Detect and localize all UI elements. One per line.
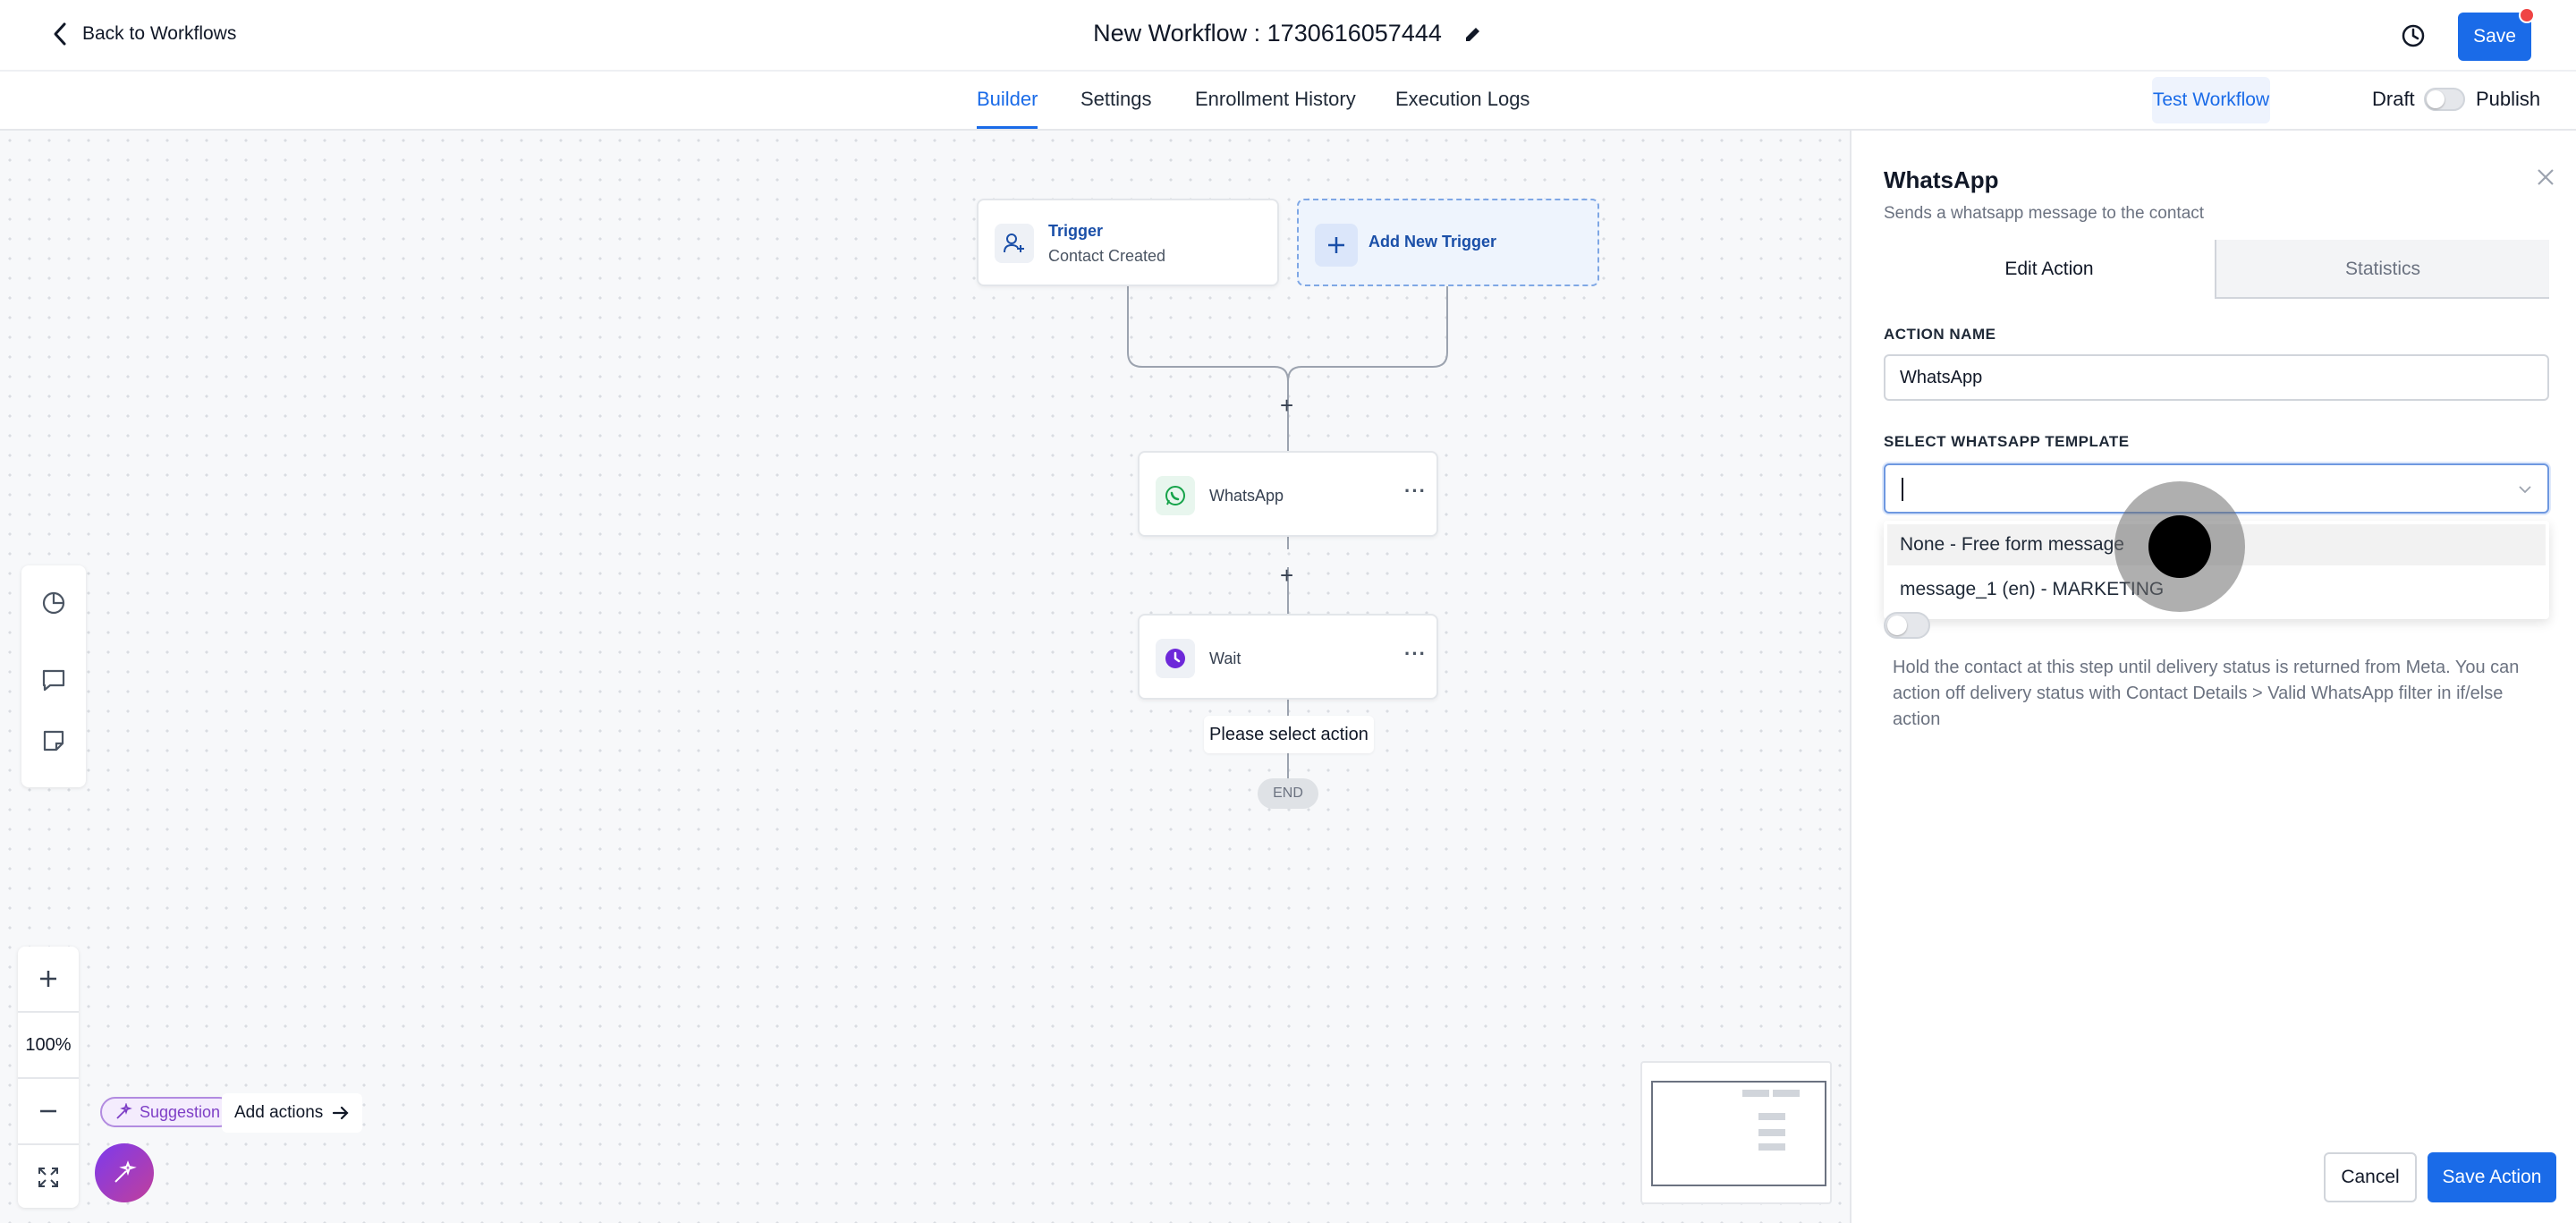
divider (18, 1143, 79, 1145)
chevron-down-icon (2519, 486, 2531, 494)
step-label: Wait (1209, 650, 1241, 667)
minimap-node (1758, 1129, 1785, 1136)
tab-settings[interactable]: Settings (1080, 88, 1152, 110)
suggestion-label: Suggestion (140, 1102, 221, 1121)
zoom-percent: 100% (25, 1034, 72, 1055)
add-actions-button[interactable]: Add actions (222, 1093, 363, 1133)
test-workflow-button[interactable]: Test Workflow (2152, 77, 2270, 123)
history-icon[interactable] (2399, 21, 2428, 50)
ai-assistant-button[interactable] (95, 1143, 154, 1202)
add-step-plus-icon[interactable]: + (1280, 392, 1294, 419)
clock-icon (1156, 639, 1195, 678)
workflow-title: New Workflow : 1730616057444 (1093, 20, 1442, 47)
workflow-step-whatsapp[interactable]: WhatsApp ··· (1138, 451, 1438, 537)
zoom-level: 100% (18, 1013, 79, 1077)
suggestion-badge[interactable]: Suggestion (100, 1097, 235, 1127)
tab-execution-logs[interactable]: Execution Logs (1395, 88, 1530, 110)
add-actions-label: Add actions (234, 1103, 324, 1122)
chevron-left-icon (54, 22, 66, 46)
tab-edit-action[interactable]: Edit Action (1884, 240, 2216, 299)
add-step-plus-icon[interactable]: + (1280, 562, 1294, 589)
close-icon[interactable] (2535, 166, 2556, 188)
edit-pencil-icon[interactable] (1463, 24, 1483, 44)
more-options-icon[interactable]: ··· (1404, 480, 1427, 502)
tab-statistics[interactable]: Statistics (2216, 240, 2549, 299)
cancel-button[interactable]: Cancel (2324, 1152, 2417, 1202)
publish-toggle[interactable] (2424, 88, 2465, 111)
trigger-node[interactable]: Trigger Contact Created (977, 199, 1279, 286)
cursor-indicator (2114, 481, 2245, 612)
minimap-node (1773, 1090, 1800, 1097)
expand-icon (38, 1168, 58, 1187)
draft-label: Draft (2372, 88, 2415, 110)
zoom-out-button[interactable] (18, 1079, 79, 1143)
magic-wand-icon (114, 1160, 137, 1183)
connector-lines (1127, 286, 1448, 778)
zoom-in-button[interactable] (18, 947, 79, 1011)
panel-tabs: Edit Action Statistics (1884, 240, 2549, 299)
divider (18, 1077, 79, 1079)
arrow-right-icon (333, 1106, 349, 1120)
workflow-step-wait[interactable]: Wait ··· (1138, 614, 1438, 700)
save-action-button[interactable]: Save Action (2428, 1152, 2556, 1202)
delivery-status-help-text: Hold the contact at this step until deli… (1893, 658, 2520, 729)
workflow-title-row: New Workflow : 1730616057444 (0, 20, 2576, 47)
plus-icon (1315, 224, 1358, 267)
comment-icon[interactable] (39, 666, 68, 694)
action-name-input[interactable] (1884, 354, 2549, 401)
wait-for-delivery-toggle[interactable] (1884, 612, 1930, 639)
top-header: Back to Workflows New Workflow : 1730616… (0, 0, 2576, 72)
trigger-subtitle: Contact Created (1048, 247, 1166, 265)
end-pill: END (1258, 778, 1318, 809)
whatsapp-icon (1156, 476, 1195, 515)
save-button[interactable]: Save (2458, 13, 2531, 61)
action-settings-panel: WhatsApp Sends a whatsapp message to the… (1850, 131, 2576, 1223)
canvas-minimap[interactable] (1640, 1061, 1832, 1204)
template-select-label: SELECT WHATSAPP TEMPLATE (1884, 433, 2130, 450)
minimap-viewport (1651, 1081, 1826, 1186)
text-caret (1902, 478, 1903, 501)
minimap-node (1742, 1090, 1769, 1097)
minus-icon (40, 1109, 56, 1113)
user-plus-icon (995, 224, 1034, 263)
add-trigger-label: Add New Trigger (1368, 233, 1497, 251)
sparkle-icon (116, 1103, 132, 1119)
select-action-placeholder[interactable]: Please select action (1204, 716, 1374, 753)
workflow-tabs-bar: Builder Settings Enrollment History Exec… (0, 72, 2576, 131)
step-label: WhatsApp (1209, 487, 1284, 505)
pie-chart-icon[interactable] (39, 589, 68, 617)
workflow-canvas[interactable]: Trigger Contact Created Add New Trigger … (0, 131, 1850, 1223)
tab-builder[interactable]: Builder (977, 88, 1038, 129)
minimap-node (1758, 1113, 1785, 1120)
back-label: Back to Workflows (82, 23, 237, 44)
trigger-title: Trigger (1048, 222, 1104, 240)
action-name-label: ACTION NAME (1884, 326, 1996, 343)
template-option[interactable]: message_1 (en) - MARKETING (1900, 579, 2165, 599)
plus-icon (40, 971, 56, 987)
sticky-note-icon[interactable] (39, 726, 68, 755)
unsaved-indicator-dot (2519, 7, 2535, 23)
add-new-trigger-button[interactable]: Add New Trigger (1297, 199, 1599, 286)
minimap-node (1758, 1143, 1785, 1151)
canvas-left-toolbar (21, 565, 86, 787)
tab-enrollment-history[interactable]: Enrollment History (1195, 88, 1356, 110)
panel-title: WhatsApp (1884, 166, 1999, 193)
fit-view-button[interactable] (18, 1145, 79, 1210)
panel-subtitle: Sends a whatsapp message to the contact (1884, 204, 2205, 223)
publish-label: Publish (2476, 88, 2541, 110)
zoom-controls: 100% (18, 947, 79, 1208)
more-options-icon[interactable]: ··· (1404, 642, 1427, 665)
back-to-workflows-link[interactable]: Back to Workflows (50, 21, 236, 47)
divider (18, 1011, 79, 1013)
